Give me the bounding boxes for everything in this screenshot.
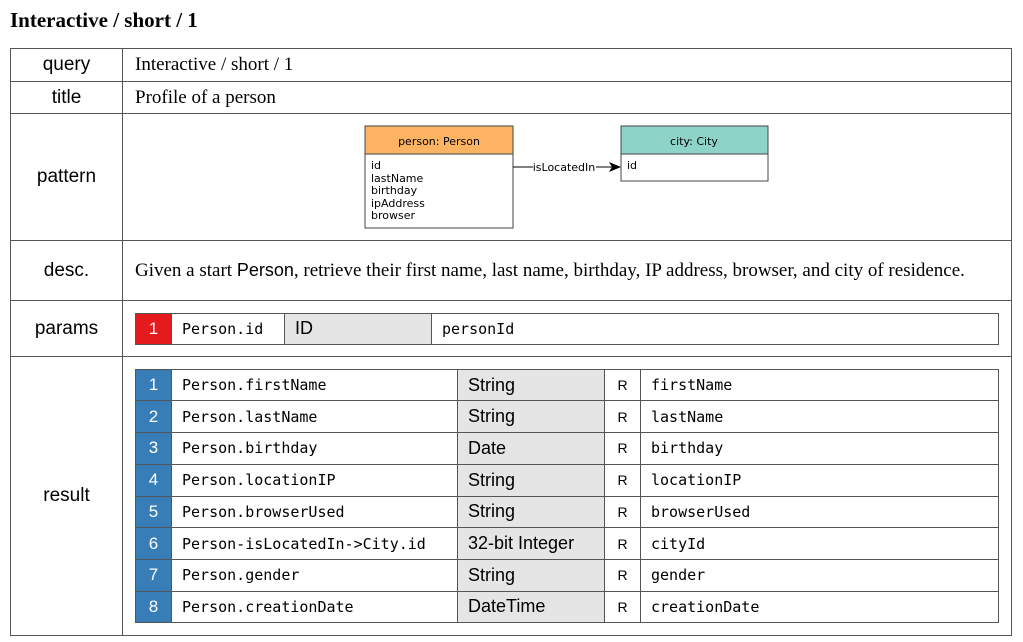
result-r: R bbox=[604, 400, 641, 434]
result-row: 2 Person.lastName String R lastName bbox=[135, 400, 999, 434]
result-path: Person.lastName bbox=[171, 400, 458, 434]
result-name: browserUsed bbox=[640, 495, 999, 529]
person-attr: browser bbox=[371, 209, 415, 222]
result-r: R bbox=[604, 495, 641, 529]
result-row: 7 Person.gender String R gender bbox=[135, 558, 999, 592]
result-name: creationDate bbox=[640, 590, 999, 624]
result-num: 1 bbox=[135, 368, 172, 402]
city-attr: id bbox=[627, 159, 637, 172]
result-name: gender bbox=[640, 558, 999, 592]
arrow-head-icon bbox=[609, 161, 621, 172]
desc-label: desc. bbox=[10, 240, 123, 301]
svg-text:isLocatedIn: isLocatedIn bbox=[533, 161, 596, 174]
result-path: Person.creationDate bbox=[171, 590, 458, 624]
result-num: 7 bbox=[135, 558, 172, 592]
pattern-diagram: person: Person id lastName birthday ipAd… bbox=[122, 113, 1012, 241]
result-name: birthday bbox=[640, 432, 999, 465]
result-r: R bbox=[604, 368, 641, 402]
description: Given a start Person, retrieve their fir… bbox=[122, 240, 1012, 301]
result-type: String bbox=[457, 368, 605, 402]
result-r: R bbox=[604, 432, 641, 465]
is-located-in-edge: isLocatedIn bbox=[513, 161, 621, 174]
title-value: Profile of a person bbox=[122, 81, 1012, 114]
result-type: Date bbox=[457, 432, 605, 465]
result-row: 5 Person.browserUsed String R browserUse… bbox=[135, 495, 999, 529]
person-attr: id bbox=[371, 159, 381, 172]
result-row: 3 Person.birthday Date R birthday bbox=[135, 432, 999, 465]
result-type: String bbox=[457, 463, 605, 497]
result-r: R bbox=[604, 527, 641, 560]
person-attr: ipAddress bbox=[371, 197, 425, 210]
result-path: Person.browserUsed bbox=[171, 495, 458, 529]
result-path: Person.locationIP bbox=[171, 463, 458, 497]
result-num: 2 bbox=[135, 400, 172, 434]
result-r: R bbox=[604, 558, 641, 592]
result-name: locationIP bbox=[640, 463, 999, 497]
result-r: R bbox=[604, 590, 641, 624]
person-node-header: person: Person bbox=[398, 135, 480, 148]
result-row: 1 Person.firstName String R firstName bbox=[135, 368, 999, 402]
params-table: 1 Person.id ID personId bbox=[135, 312, 999, 345]
query-label: query bbox=[10, 48, 123, 82]
result-path: Person.birthday bbox=[171, 432, 458, 465]
result-num: 8 bbox=[135, 590, 172, 624]
svg-text:id lastName birthday: id lastName birthday ipAddress browser bbox=[371, 159, 428, 222]
result-type: String bbox=[457, 400, 605, 434]
result-num: 5 bbox=[135, 495, 172, 529]
result-name: firstName bbox=[640, 368, 999, 402]
param-row: 1 Person.id ID personId bbox=[135, 312, 999, 345]
result-path: Person.firstName bbox=[171, 368, 458, 402]
result-type: DateTime bbox=[457, 590, 605, 624]
result-r: R bbox=[604, 463, 641, 497]
result-name: lastName bbox=[640, 400, 999, 434]
person-attr: birthday bbox=[371, 184, 418, 197]
result-num: 6 bbox=[135, 527, 172, 560]
result-type: String bbox=[457, 495, 605, 529]
svg-text:city: City: city: City bbox=[670, 135, 718, 148]
person-node: person: Person id lastName birthday ipAd… bbox=[364, 125, 514, 228]
result-num: 3 bbox=[135, 432, 172, 465]
result-name: cityId bbox=[640, 527, 999, 560]
page-heading: Interactive / short / 1 bbox=[10, 8, 198, 32]
result-type: 32-bit Integer bbox=[457, 527, 605, 560]
city-node: city: City id bbox=[620, 125, 769, 181]
result-num: 4 bbox=[135, 463, 172, 497]
pattern-label: pattern bbox=[10, 113, 123, 241]
result-row: 8 Person.creationDate DateTime R creatio… bbox=[135, 590, 999, 624]
result-path: Person-isLocatedIn->City.id bbox=[171, 527, 458, 560]
result-path: Person.gender bbox=[171, 558, 458, 592]
result-label: result bbox=[10, 356, 123, 636]
title-label: title bbox=[10, 81, 123, 114]
result-row: 4 Person.locationIP String R locationIP bbox=[135, 463, 999, 497]
query-value: Interactive / short / 1 bbox=[122, 48, 1012, 82]
result-type: String bbox=[457, 558, 605, 592]
result-row: 6 Person-isLocatedIn->City.id 32-bit Int… bbox=[135, 527, 999, 560]
person-attr: lastName bbox=[371, 172, 424, 185]
params-label: params bbox=[10, 300, 123, 357]
